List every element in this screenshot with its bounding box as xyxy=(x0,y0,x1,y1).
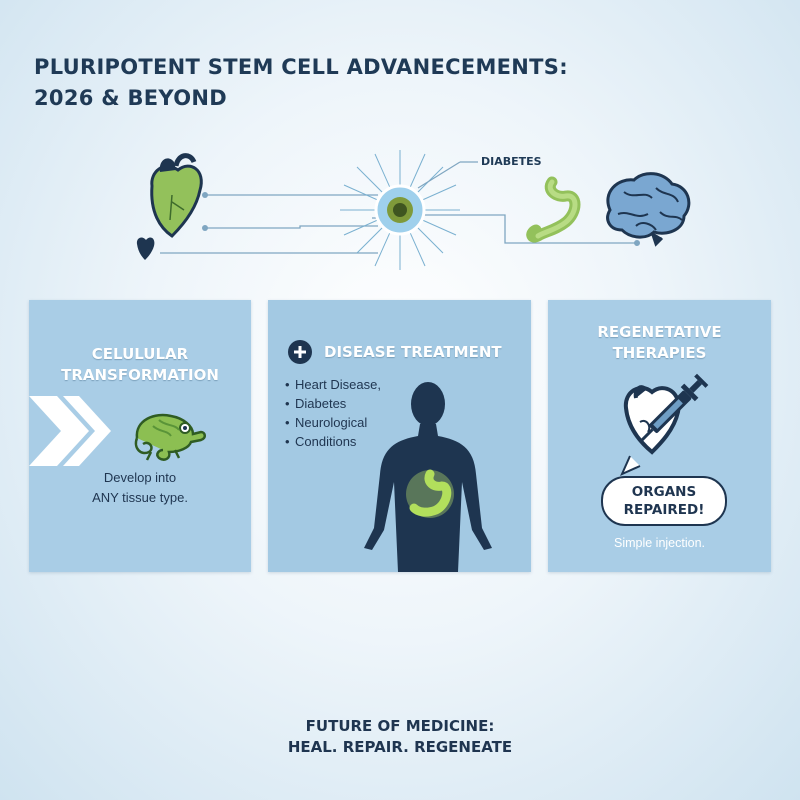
bubble-line-2: REPAIRED! xyxy=(623,502,705,518)
desc-line-2: ANY tissue type. xyxy=(92,490,188,505)
small-heart-icon xyxy=(136,237,155,260)
pancreas-icon xyxy=(526,176,581,243)
panel-title-disease: DISEASE TREATMENT xyxy=(324,342,502,361)
human-silhouette-icon xyxy=(364,382,492,572)
panel-disease-treatment: DISEASE TREATMENT Heart Disease, Diabete… xyxy=(268,300,531,572)
panel-1-description: Develop into ANY tissue type. xyxy=(29,468,251,508)
panel-3-description: Simple injection. xyxy=(613,536,705,550)
list-item: Neurological xyxy=(285,413,381,432)
heart-icon xyxy=(150,153,203,238)
disease-list: Heart Disease, Diabetes Neurological Con… xyxy=(285,375,381,451)
stem-cell-icon xyxy=(340,150,478,270)
panel-title-line-1: REGENETATIVE xyxy=(597,323,722,341)
desc-line-1: Develop into xyxy=(103,470,177,485)
page-title: PLURIPOTENT STEM CELL ADVANECEMENTS: 202… xyxy=(34,52,654,114)
panel-header-disease: DISEASE TREATMENT xyxy=(288,340,502,364)
panel-title-line-1: CELULULAR xyxy=(91,345,189,363)
plus-icon xyxy=(288,340,312,364)
panel-2-graphics xyxy=(364,382,492,572)
list-item: Heart Disease, xyxy=(285,375,381,394)
footer-tagline: FUTURE OF MEDICINE: HEAL. REPAIR. REGENE… xyxy=(0,716,800,758)
stomach-icon xyxy=(406,469,454,518)
connector-dots xyxy=(202,192,640,246)
list-item: Diabetes xyxy=(285,394,381,413)
panel-1-graphics xyxy=(29,396,206,466)
speech-bubble: ORGANS REPAIRED! xyxy=(601,476,727,526)
title-line-1: PLURIPOTENT STEM CELL ADVANECEMENTS: xyxy=(34,55,568,79)
chevron-arrows-icon xyxy=(29,396,111,466)
panel-3-graphics xyxy=(620,373,709,476)
title-line-2: 2026 & BEYOND xyxy=(34,86,227,110)
diabetes-label: DIABETES xyxy=(481,155,542,168)
footer-line-2: HEAL. REPAIR. REGENEATE xyxy=(287,738,513,756)
chameleon-icon xyxy=(134,413,206,461)
bubble-line-1: ORGANS xyxy=(631,484,697,500)
stem-cell-diagram: DIABETES xyxy=(0,140,800,280)
footer-line-1: FUTURE OF MEDICINE: xyxy=(305,717,495,735)
list-item-continuation: Conditions xyxy=(285,432,381,451)
heart-syringe-icon xyxy=(620,373,709,476)
panel-regenerative-therapies: REGENETATIVE THERAPIES ORGANS REPAIRED! … xyxy=(548,300,771,572)
panel-title-line-2: TRANSFORMATION xyxy=(61,366,219,384)
panel-title-cellular: CELULULAR TRANSFORMATION xyxy=(29,344,251,386)
panel-title-line-2: THERAPIES xyxy=(612,344,707,362)
panel-title-regenerative: REGENETATIVE THERAPIES xyxy=(548,322,771,364)
brain-icon xyxy=(606,172,691,247)
diagram-graphic xyxy=(136,150,691,270)
panel-cellular-transformation: CELULULAR TRANSFORMATION Develop into AN… xyxy=(29,300,251,572)
